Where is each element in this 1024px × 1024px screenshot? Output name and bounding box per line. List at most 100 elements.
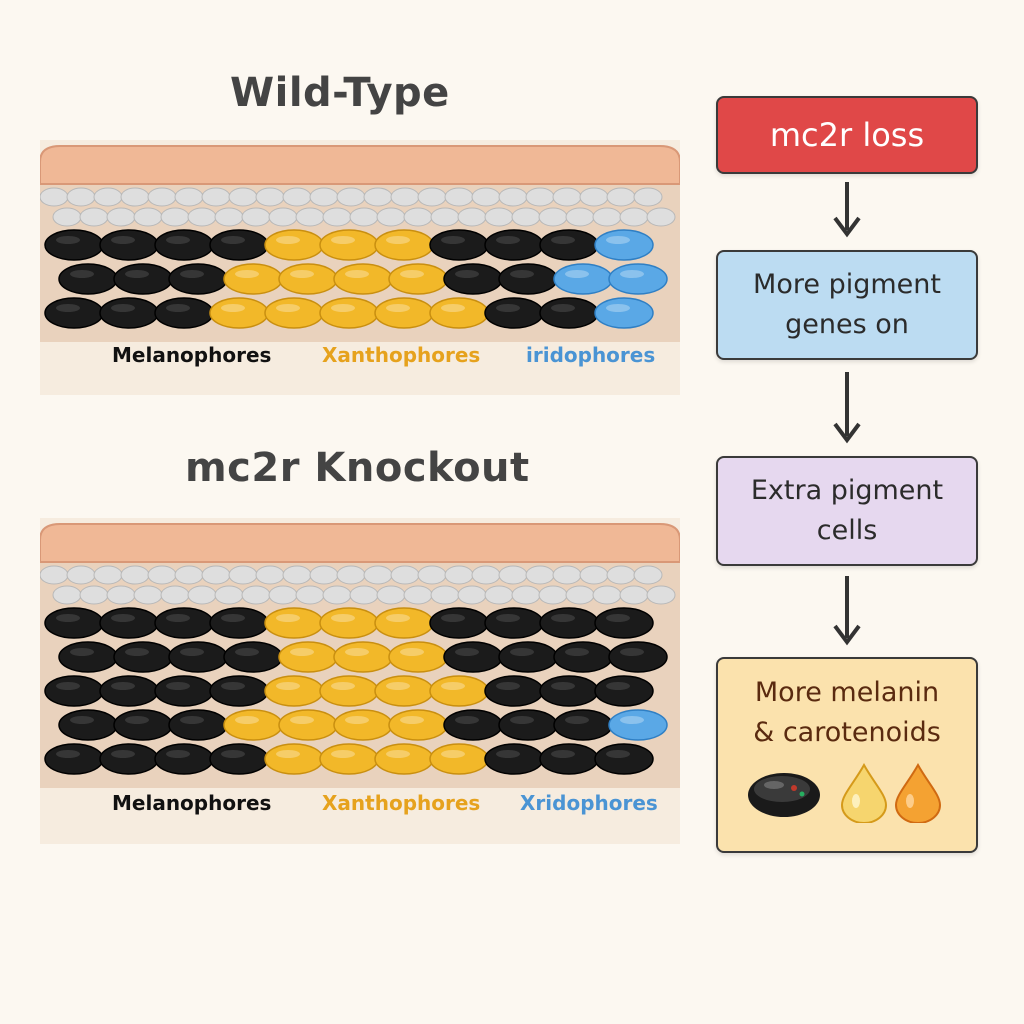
ko-cell-highlight (345, 716, 369, 724)
ko-cell-highlight (125, 648, 149, 656)
wt-keratinocyte-cell (417, 187, 447, 207)
ko-xanthophore-cell (278, 641, 338, 673)
ko-cell-highlight (180, 716, 204, 724)
ko-keratinocyte-cell (606, 565, 636, 585)
wt-keratinocyte-cell (552, 187, 582, 207)
ko-melanophore-cell (539, 675, 599, 707)
wt-cell-highlight (166, 236, 190, 244)
ko-cell-highlight (551, 750, 575, 758)
ko-cell-highlight (276, 614, 300, 622)
ko-melanophore-cell (594, 607, 654, 639)
wt-keratinocyte-cell (187, 207, 217, 227)
ko-cell-highlight (166, 614, 190, 622)
wt-cell-highlight (551, 304, 575, 312)
wt-melanophore-cell (484, 297, 544, 329)
wt-keratinocyte-cell (93, 187, 123, 207)
wt-melanophore-cell (154, 297, 214, 329)
ko-melanophore-cell (443, 709, 503, 741)
ko-cell-highlight (70, 716, 94, 724)
ko-xanthophore-cell (388, 709, 448, 741)
melanin-granule-icon (748, 773, 820, 817)
ko-keratinocyte-cell (268, 585, 298, 605)
wt-keratinocyte-cell (133, 207, 163, 227)
ko-keratinocyte-cell (147, 565, 177, 585)
wt-keratinocyte-cell (295, 207, 325, 227)
ko-cell-highlight (235, 716, 259, 724)
wt-epidermis-layer (40, 145, 680, 185)
wt-cell-highlight (235, 270, 259, 278)
ko-epidermis-layer (40, 523, 680, 563)
wild-type-skin-panel: Melanophores Xanthophores iridophores (40, 140, 680, 395)
wt-keratinocyte-cell (79, 207, 109, 227)
wt-cell-highlight (455, 270, 479, 278)
ko-melanophore-cell (209, 743, 269, 775)
wt-cell-highlight (331, 304, 355, 312)
wt-keratinocyte-cell (498, 187, 528, 207)
wt-melanophore-cell (113, 263, 173, 295)
wt-keratinocyte-cell (241, 207, 271, 227)
ko-cell-highlight (56, 682, 80, 690)
ko-xanthophore-cell (374, 743, 434, 775)
wt-iridophores-label: iridophores (526, 343, 656, 367)
wt-cell-highlight (386, 236, 410, 244)
wt-cell-highlight (331, 236, 355, 244)
wt-keratinocyte-cell (106, 207, 136, 227)
ko-keratinocyte-cell (619, 585, 649, 605)
ko-cell-highlight (221, 750, 245, 758)
ko-cell-highlight (331, 614, 355, 622)
ko-keratinocyte-cell (336, 565, 366, 585)
ko-xanthophore-cell (388, 641, 448, 673)
ko-keratinocyte-cell (79, 585, 109, 605)
wt-keratinocyte-cell (336, 187, 366, 207)
ko-cell-highlight (111, 614, 135, 622)
ko-cell-highlight (290, 716, 314, 724)
extra-cells-text-line2: cells (816, 515, 878, 546)
wt-cell-highlight (606, 304, 630, 312)
ko-melanophore-cell (154, 743, 214, 775)
wt-keratinocyte-cell (565, 207, 595, 227)
ko-melanophore-cell (99, 743, 159, 775)
wt-keratinocyte-cell (538, 207, 568, 227)
wt-xanthophore-cell (264, 229, 324, 261)
ko-xanthophore-cell (374, 675, 434, 707)
wt-melanophore-cell (168, 263, 228, 295)
wt-cell-highlight (70, 270, 94, 278)
wt-cell-highlight (565, 270, 589, 278)
wt-keratinocyte-cell (511, 207, 541, 227)
ko-xanthophore-cell (333, 641, 393, 673)
ko-melanophore-cell (443, 641, 503, 673)
ko-cell-highlight (455, 716, 479, 724)
ko-keratinocyte-cell (363, 565, 393, 585)
ko-cell-highlight (56, 614, 80, 622)
ko-keratinocyte-cell (93, 565, 123, 585)
melanin-text-line2: & carotenoids (753, 717, 941, 748)
wt-cell-highlight (551, 236, 575, 244)
ko-keratinocyte-cell (66, 565, 96, 585)
ko-cell-highlight (496, 682, 520, 690)
ko-cell-highlight (496, 750, 520, 758)
ko-melanophore-cell (209, 607, 269, 639)
ko-cell-highlight (386, 614, 410, 622)
wt-cell-highlight (276, 304, 300, 312)
ko-melanophore-cell (594, 743, 654, 775)
ko-keratinocyte-cell (444, 565, 474, 585)
ko-melanophore-cell (498, 709, 558, 741)
wt-keratinocyte-cell (268, 207, 298, 227)
ko-cell-highlight (221, 682, 245, 690)
knockout-skin-diagram (40, 523, 680, 788)
arrow-down-icon (833, 372, 861, 444)
ko-keratinocyte-cell (295, 585, 325, 605)
orange-droplet-icon (894, 762, 942, 823)
wt-melanophore-cell (44, 229, 104, 261)
ko-keratinocyte-cell (552, 565, 582, 585)
ko-keratinocyte-cell (349, 585, 379, 605)
ko-cell-highlight (441, 614, 465, 622)
wt-melanophore-cell (498, 263, 558, 295)
ko-melanophore-cell (58, 641, 118, 673)
ko-melanophore-cell (484, 675, 544, 707)
wt-xanthophore-cell (209, 297, 269, 329)
ko-melanophore-cell (594, 675, 654, 707)
wt-keratinocyte-cell (484, 207, 514, 227)
ko-cell-highlight (111, 682, 135, 690)
ko-cell-highlight (276, 750, 300, 758)
